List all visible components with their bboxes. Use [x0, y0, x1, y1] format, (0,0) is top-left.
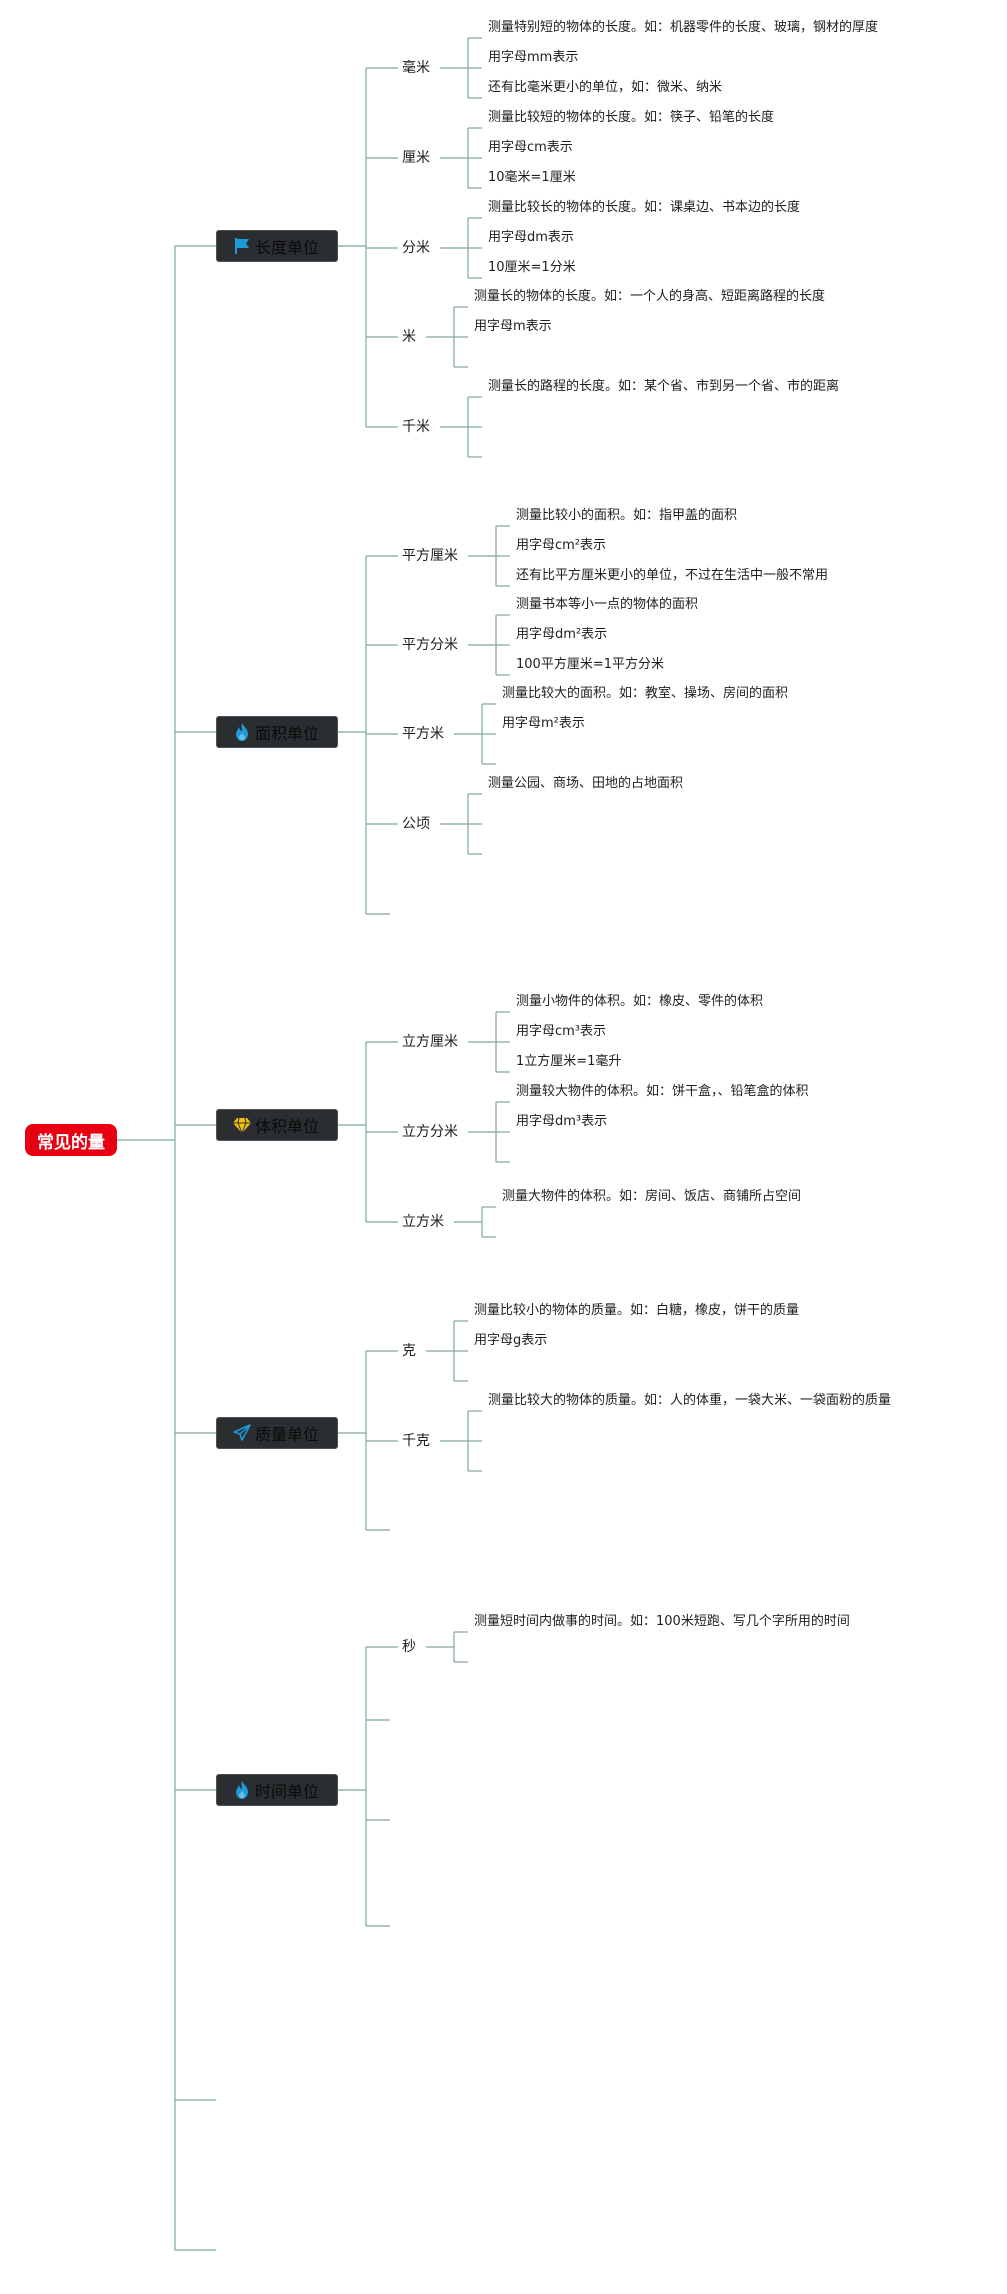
- sub-node[interactable]: 平方米: [402, 726, 444, 742]
- leaf-text: 测量比较小的物体的质量。如：白糖，橡皮，饼干的质量: [474, 1303, 800, 1318]
- leaf-text: 测量书本等小一点的物体的面积: [516, 597, 699, 612]
- sub-node[interactable]: 公顷: [402, 816, 430, 832]
- leaf-text: 用字母g表示: [474, 1333, 548, 1348]
- branch-label: 面积单位: [255, 724, 320, 743]
- branch-node-1[interactable]: 长度单位: [216, 230, 338, 262]
- branch-node-2[interactable]: 面积单位: [216, 716, 338, 748]
- leaf-text: 用字母cm²表示: [516, 538, 607, 553]
- leaf-text: 10毫米=1厘米: [488, 170, 576, 185]
- leaf-text: 1立方厘米=1毫升: [516, 1054, 622, 1069]
- leaf-text: 10厘米=1分米: [488, 260, 576, 275]
- branch-label: 体积单位: [255, 1117, 320, 1136]
- leaf-text: 测量比较小的面积。如：指甲盖的面积: [516, 508, 738, 523]
- leaf-text: 测量比较短的物体的长度。如：筷子、铅笔的长度: [488, 110, 775, 125]
- leaf-text: 测量比较长的物体的长度。如：课桌边、书本边的长度: [488, 200, 801, 215]
- sub-node[interactable]: 克: [402, 1343, 416, 1359]
- leaf-text: 测量公园、商场、田地的占地面积: [488, 776, 684, 791]
- sub-node[interactable]: 立方分米: [402, 1124, 458, 1140]
- diamond-icon: [231, 1114, 253, 1136]
- sub-node[interactable]: 立方米: [402, 1214, 444, 1230]
- leaf-text: 测量长的路程的长度。如：某个省、市到另一个省、市的距离: [488, 379, 840, 394]
- leaf-text: 测量长的物体的长度。如：一个人的身高、短距离路程的长度: [474, 289, 826, 304]
- flame-icon: [231, 721, 253, 743]
- sub-node[interactable]: 平方厘米: [402, 548, 458, 564]
- leaf-text: 用字母cm表示: [488, 140, 573, 155]
- sub-node[interactable]: 米: [402, 329, 416, 345]
- leaf-text: 测量比较大的面积。如：教室、操场、房间的面积: [502, 686, 789, 701]
- leaf-text: 还有比毫米更小的单位，如：微米、纳米: [488, 80, 723, 95]
- leaf-text: 测量比较大的物体的质量。如：人的体重，一袋大米、一袋面粉的质量: [488, 1393, 892, 1408]
- leaf-text: 用字母mm表示: [488, 50, 579, 65]
- leaf-text: 测量短时间内做事的时间。如：100米短跑、写几个字所用的时间: [474, 1614, 850, 1629]
- root-node[interactable]: 常见的量: [25, 1124, 117, 1156]
- sub-node[interactable]: 秒: [402, 1639, 416, 1655]
- leaf-text: 测量小物件的体积。如：橡皮、零件的体积: [516, 994, 764, 1009]
- branch-node-4[interactable]: 质量单位: [216, 1417, 338, 1449]
- leaf-text: 还有比平方厘米更小的单位，不过在生活中一般不常用: [516, 568, 829, 583]
- leaf-text: 测量较大物件的体积。如：饼干盒，、铅笔盒的体积: [516, 1084, 809, 1099]
- branch-node-3[interactable]: 体积单位: [216, 1109, 338, 1141]
- sub-node[interactable]: 平方分米: [402, 637, 458, 653]
- sub-node[interactable]: 立方厘米: [402, 1034, 458, 1050]
- branch-label: 质量单位: [255, 1425, 320, 1444]
- leaf-text: 用字母dm²表示: [516, 627, 608, 642]
- flame-icon: [231, 1779, 253, 1801]
- sub-node[interactable]: 毫米: [402, 60, 430, 76]
- leaf-text: 用字母m表示: [474, 319, 552, 334]
- paper-plane-icon: [231, 1422, 253, 1444]
- branch-node-5[interactable]: 时间单位: [216, 1774, 338, 1806]
- leaf-text: 用字母cm³表示: [516, 1024, 607, 1039]
- branch-label: 时间单位: [255, 1782, 320, 1801]
- leaf-text: 测量特别短的物体的长度。如：机器零件的长度、玻璃，钢材的厚度: [488, 20, 879, 35]
- sub-node[interactable]: 分米: [402, 240, 430, 256]
- flag-icon: [231, 235, 253, 257]
- leaf-text: 用字母dm³表示: [516, 1114, 608, 1129]
- sub-node[interactable]: 厘米: [402, 150, 430, 166]
- branch-label: 长度单位: [255, 238, 320, 257]
- leaf-text: 测量大物件的体积。如：房间、饭店、商铺所占空间: [502, 1189, 802, 1204]
- sub-node[interactable]: 千米: [402, 419, 430, 435]
- leaf-text: 用字母dm表示: [488, 230, 574, 245]
- leaf-text: 100平方厘米=1平方分米: [516, 657, 664, 672]
- leaf-text: 用字母m²表示: [502, 716, 585, 731]
- sub-node[interactable]: 千克: [402, 1433, 430, 1449]
